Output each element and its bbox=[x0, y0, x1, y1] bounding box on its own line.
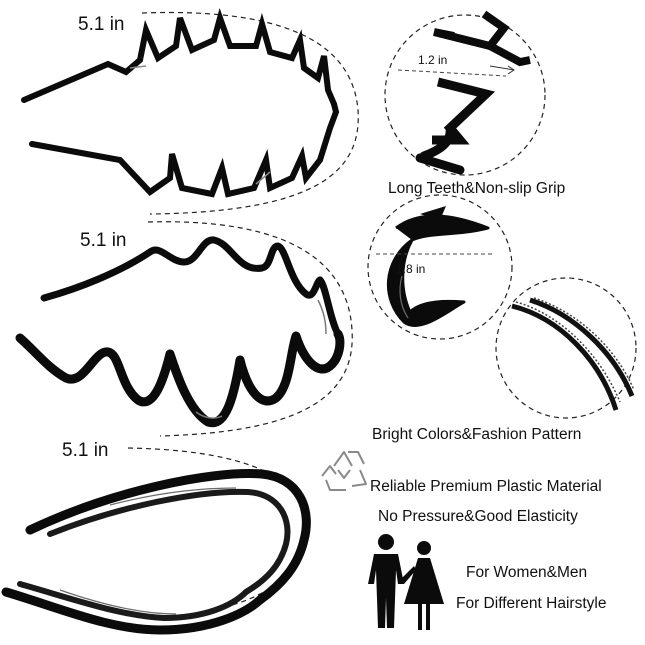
band1-size-label: 5.1 in bbox=[78, 14, 125, 35]
tooth-detail-circle bbox=[384, 10, 546, 176]
feature-elasticity: No Pressure&Good Elasticity bbox=[378, 508, 578, 525]
band2-size-label: 5.1 in bbox=[80, 230, 127, 251]
feature-colors: Bright Colors&Fashion Pattern bbox=[372, 426, 582, 443]
man-woman-icon bbox=[368, 534, 444, 630]
feature-material: Reliable Premium Plastic Material bbox=[370, 478, 602, 495]
texture-detail-circle bbox=[495, 277, 637, 419]
wave-detail-circle bbox=[367, 194, 513, 340]
feature-hairstyle: For Different Hairstyle bbox=[456, 595, 607, 612]
recycle-icon bbox=[321, 451, 367, 491]
wave-length-label: 1.8 in bbox=[396, 262, 426, 276]
band3-size-label: 5.1 in bbox=[62, 440, 109, 461]
tooth-length-label: 1.2 in bbox=[418, 53, 448, 67]
feature-audience: For Women&Men bbox=[466, 564, 588, 581]
zigzag-headband bbox=[21, 8, 359, 215]
wave-headband bbox=[15, 221, 353, 437]
double-headband bbox=[1, 447, 311, 635]
feature-grip: Long Teeth&Non-slip Grip bbox=[388, 180, 566, 197]
